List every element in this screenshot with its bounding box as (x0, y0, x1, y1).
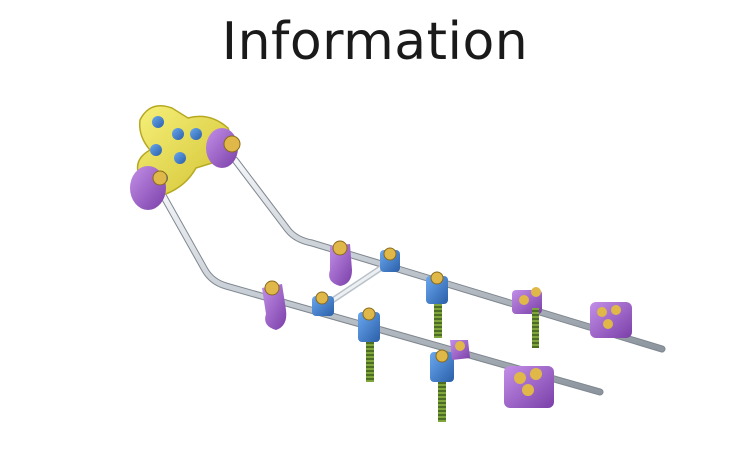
hook-left-upper (262, 280, 287, 330)
hook-right-upper (329, 240, 352, 286)
rod-right (231, 156, 666, 353)
rod-left (156, 186, 604, 396)
page-title: Information (221, 12, 529, 72)
screw-right-1 (426, 271, 448, 338)
plate-connector-left (130, 166, 168, 210)
screw-left-1 (358, 307, 380, 382)
end-block-right (590, 302, 632, 338)
clamp-cross-right (380, 247, 400, 272)
clamp-cross-left (312, 291, 334, 316)
screw-right-2 (532, 308, 539, 348)
plate-connector-right (206, 128, 241, 168)
end-block-left (504, 366, 554, 408)
screw-left-2 (430, 340, 470, 422)
